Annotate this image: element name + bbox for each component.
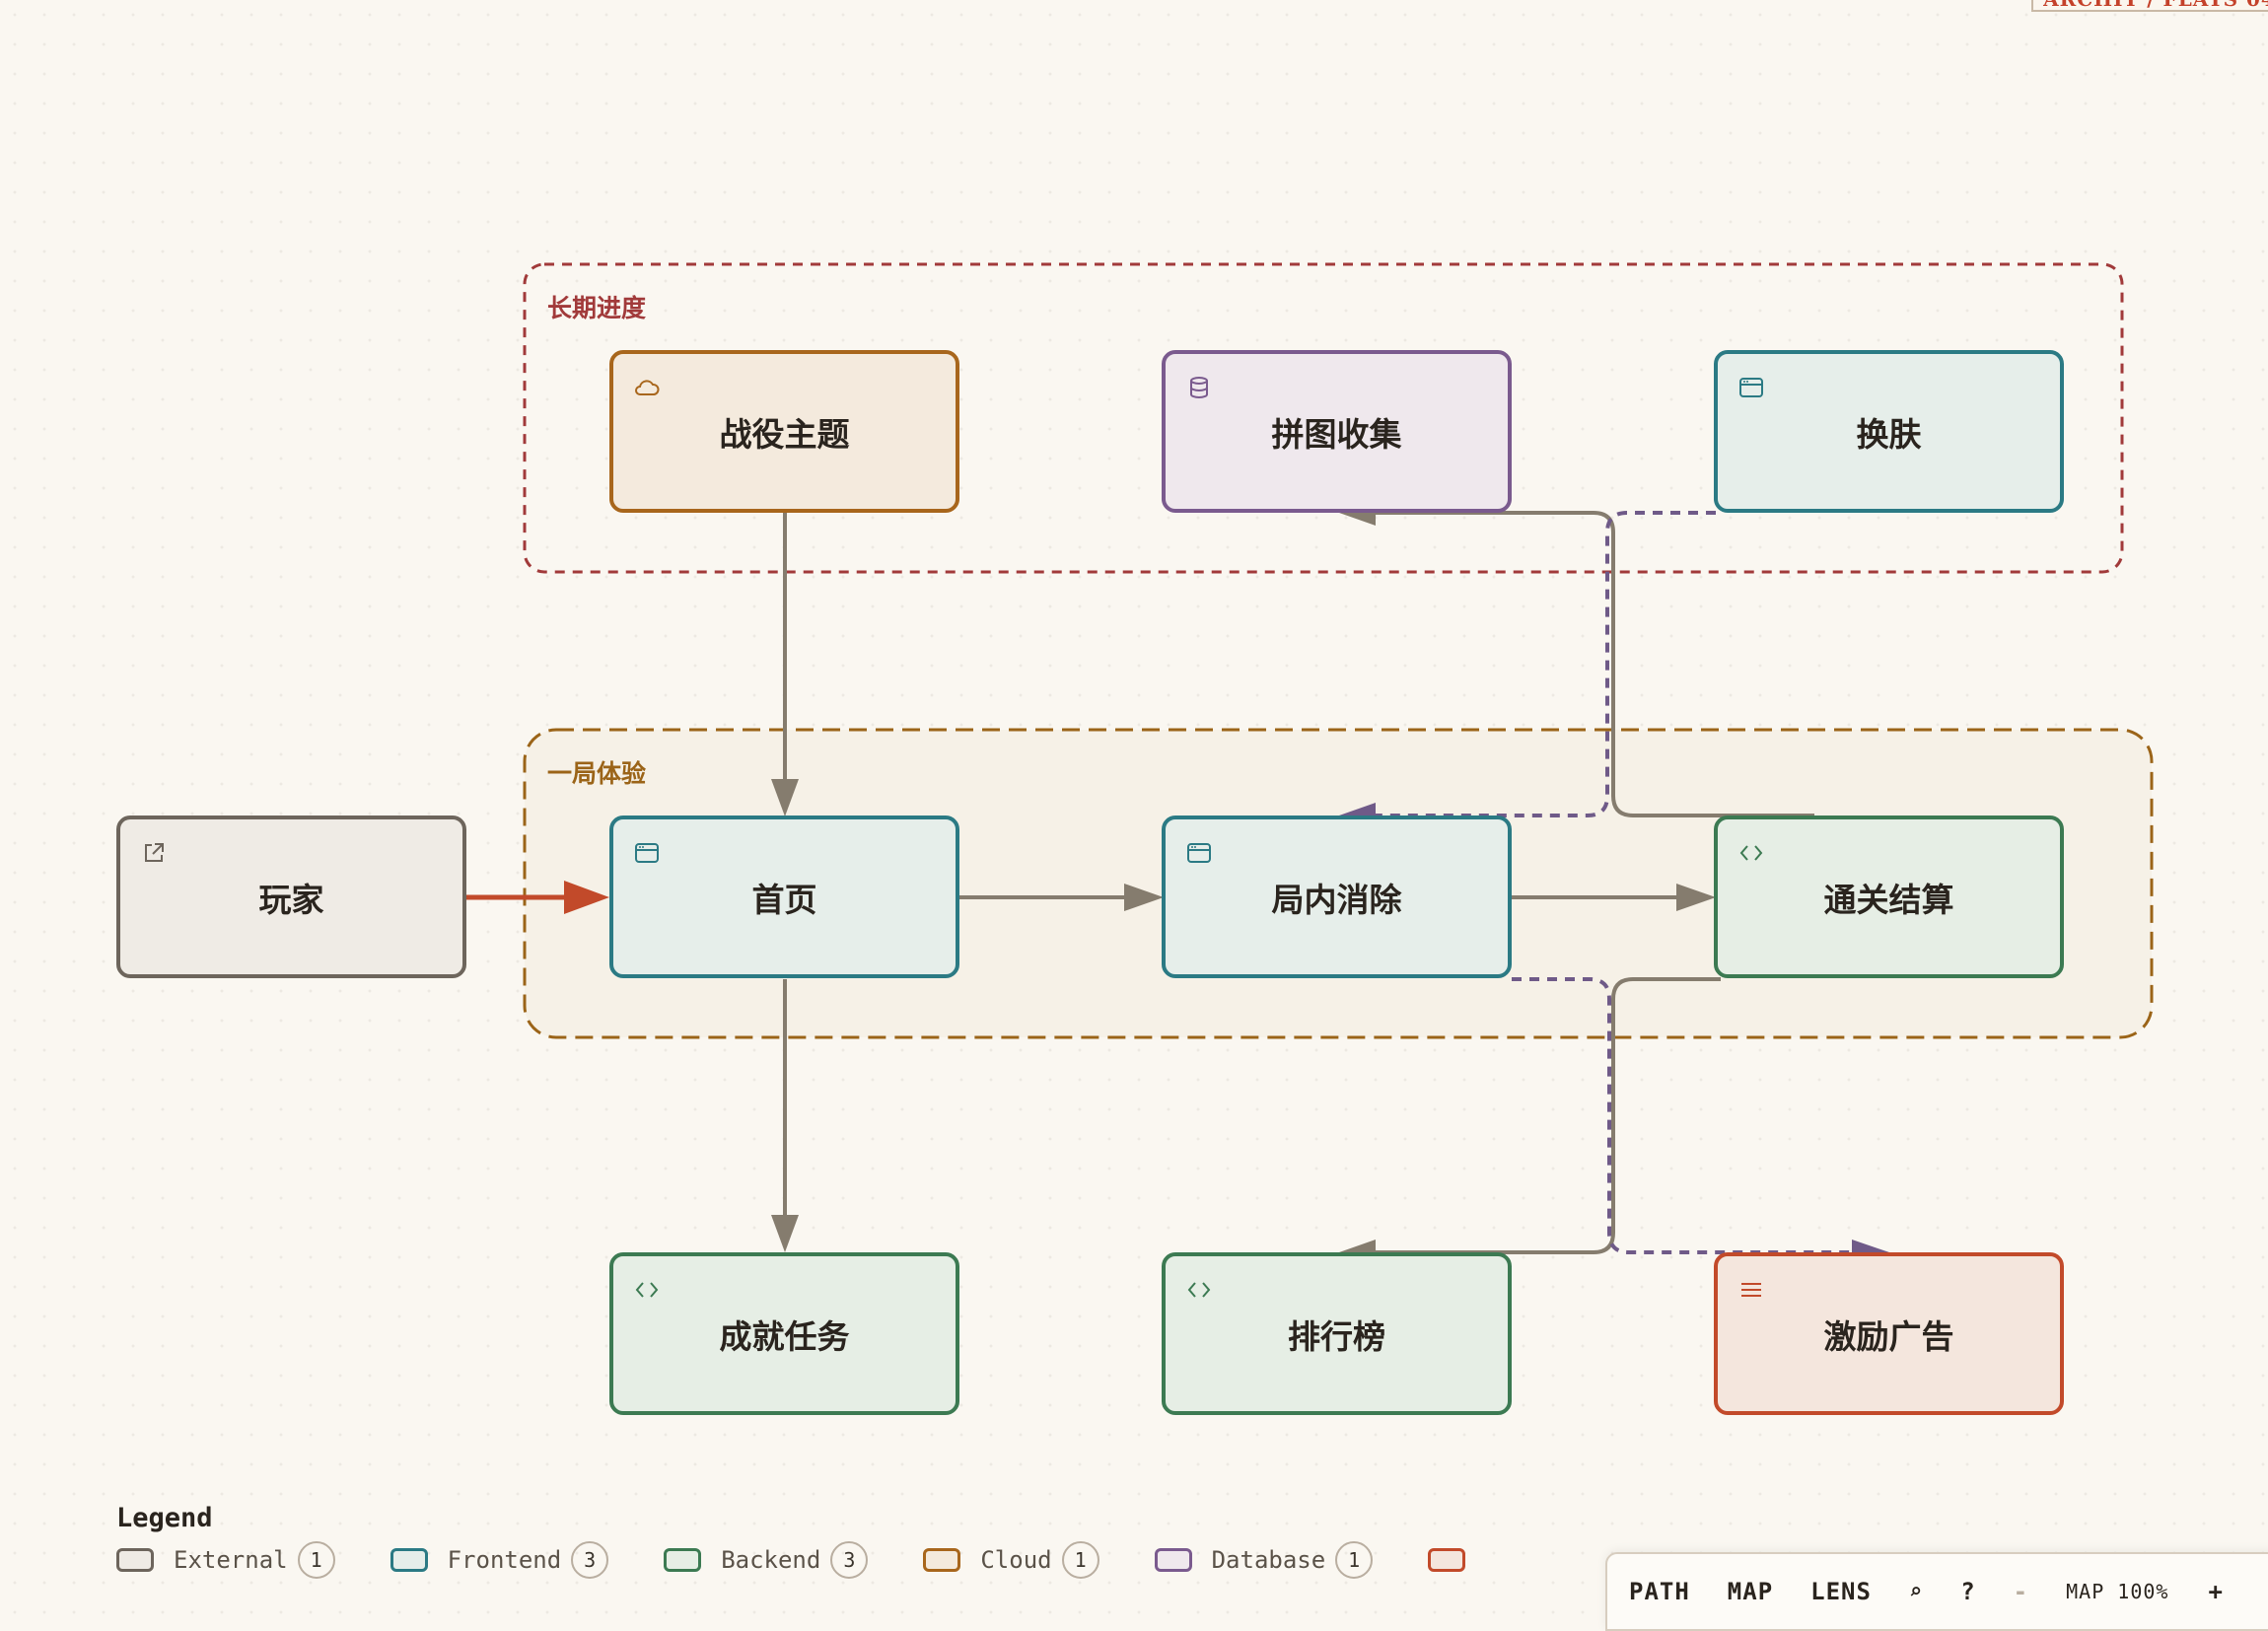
- help-button[interactable]: ?: [1960, 1578, 1976, 1605]
- node-home[interactable]: 首页: [609, 816, 959, 978]
- node-rank[interactable]: 排行榜: [1162, 1252, 1512, 1415]
- group-box-long-term: [523, 262, 2124, 574]
- legend-swatch: [1154, 1548, 1192, 1572]
- legend-label: Backend: [721, 1546, 821, 1574]
- legend: External 1 Frontend 3 Backend 3 Cloud 1 …: [116, 1538, 2187, 1582]
- zoom-level: MAP 100%: [2066, 1580, 2169, 1603]
- arrowhead-match-ads: [1852, 1240, 1889, 1252]
- node-settle[interactable]: 通关结算: [1714, 816, 2064, 978]
- edge-skin-match: [1371, 511, 1716, 817]
- legend-swatch: [664, 1548, 702, 1572]
- lens-button[interactable]: LENS: [1810, 1578, 1872, 1605]
- arrowhead-home-match: [1124, 884, 1164, 911]
- browser-window-icon: [635, 843, 659, 863]
- node-label: 玩家: [258, 880, 324, 919]
- database-icon: [1190, 377, 1208, 398]
- node-label: 换肤: [1856, 414, 1922, 454]
- legend-count: 3: [571, 1541, 609, 1579]
- legend-swatch: [923, 1548, 961, 1572]
- legend-item-frontend[interactable]: Frontend 3: [390, 1541, 609, 1579]
- browser-window-icon: [1187, 843, 1211, 863]
- legend-swatch: [116, 1548, 154, 1572]
- legend-item-cloud[interactable]: Cloud 1: [923, 1541, 1099, 1579]
- node-label: 成就任务: [719, 1316, 850, 1356]
- legend-swatch: [1428, 1548, 1466, 1572]
- external-link-icon: [145, 843, 164, 862]
- legend-item-backend[interactable]: Backend 3: [664, 1541, 869, 1579]
- node-ads[interactable]: 激励广告: [1714, 1252, 2064, 1415]
- legend-label: External: [174, 1546, 288, 1574]
- cloud-icon: [635, 380, 660, 395]
- node-label: 战役主题: [719, 414, 850, 454]
- node-campaign[interactable]: 战役主题: [609, 350, 959, 513]
- node-player[interactable]: 玩家: [116, 816, 466, 978]
- edge-settle-rank: [1371, 977, 1721, 1254]
- group-label-one-round: 一局体验: [547, 759, 647, 788]
- node-puzzle[interactable]: 拼图收集: [1162, 350, 1512, 513]
- arrowhead-settle-puzzle: [1339, 513, 1376, 526]
- node-achieve[interactable]: 成就任务: [609, 1252, 959, 1415]
- code-brackets-icon: [1187, 1282, 1211, 1298]
- code-brackets-icon: [1739, 845, 1763, 861]
- path-button[interactable]: PATH: [1629, 1578, 1690, 1605]
- arrowhead-campaign-home: [771, 779, 799, 816]
- edge-settle-puzzle: [1371, 511, 1814, 817]
- legend-count: 1: [1061, 1541, 1099, 1579]
- search-icon[interactable]: ⌕: [1908, 1579, 1924, 1604]
- node-label: 排行榜: [1288, 1316, 1385, 1356]
- legend-label: Frontend: [447, 1546, 562, 1574]
- node-label: 通关结算: [1823, 880, 1954, 919]
- legend-count: 1: [1335, 1541, 1374, 1579]
- legend-swatch: [390, 1548, 428, 1572]
- browser-window-icon: [1739, 378, 1763, 397]
- arrowhead-match-settle: [1676, 884, 1716, 911]
- node-skin[interactable]: 换肤: [1714, 350, 2064, 513]
- group-label-long-term: 长期进度: [547, 294, 647, 322]
- legend-item-database[interactable]: Database 1: [1154, 1541, 1374, 1579]
- arrowhead-settle-rank: [1339, 1240, 1376, 1252]
- legend-title: Legend: [116, 1503, 213, 1533]
- legend-item-external[interactable]: External 1: [116, 1541, 335, 1579]
- node-label: 激励广告: [1823, 1316, 1954, 1356]
- node-label: 局内消除: [1271, 880, 1402, 919]
- corner-stamp: ARCHIT / FLAYS 04: [2031, 0, 2268, 12]
- bottom-toolbar: PATH MAP LENS ⌕ ? - MAP 100% +: [1605, 1552, 2268, 1631]
- zoom-out-button[interactable]: -: [2013, 1578, 2029, 1605]
- legend-count: 3: [830, 1541, 869, 1579]
- node-label: 首页: [751, 880, 817, 919]
- node-label: 拼图收集: [1271, 414, 1402, 454]
- menu-lines-icon: [1741, 1283, 1761, 1297]
- map-button[interactable]: MAP: [1727, 1578, 1774, 1605]
- arrowhead-home-achieve: [771, 1215, 799, 1252]
- zoom-in-button[interactable]: +: [2208, 1578, 2224, 1605]
- legend-item-other[interactable]: [1428, 1548, 1485, 1572]
- node-match[interactable]: 局内消除: [1162, 816, 1512, 978]
- code-brackets-icon: [635, 1282, 659, 1298]
- arrowhead-skin-match: [1339, 803, 1376, 816]
- legend-label: Cloud: [980, 1546, 1052, 1574]
- legend-count: 1: [297, 1541, 335, 1579]
- legend-label: Database: [1211, 1546, 1326, 1574]
- arrowhead-player-home: [564, 881, 609, 914]
